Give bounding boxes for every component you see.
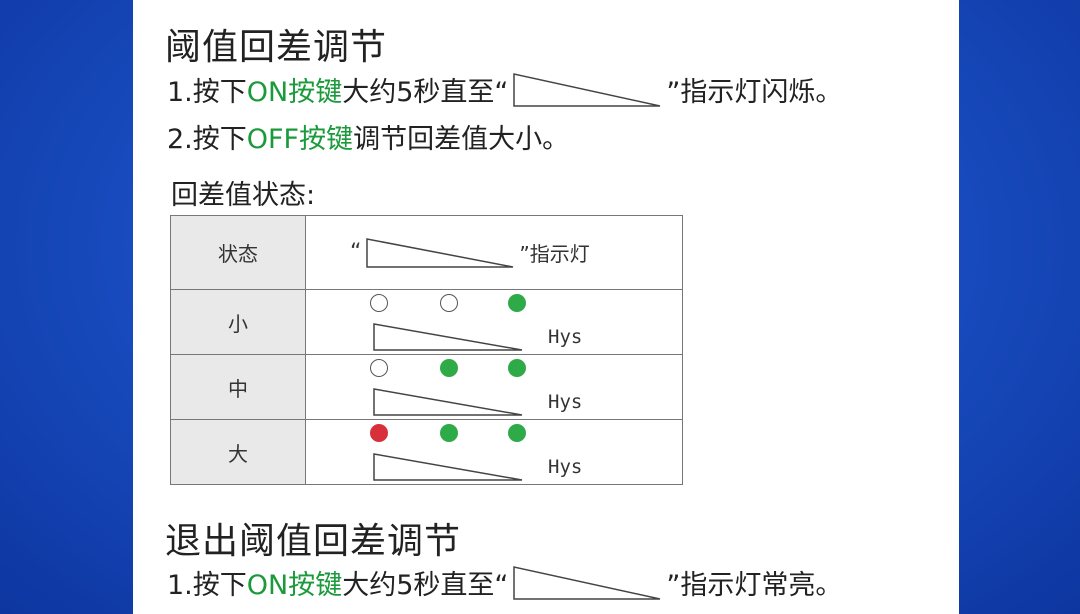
row-label: 中 [170, 354, 306, 420]
hys-label: Hys [548, 456, 583, 478]
hysteresis-wedge-icon [366, 237, 514, 268]
instruction-step-2: 2.按下 OFF按键 调节回差值大小。 [167, 117, 569, 156]
header-quote-close: ”指示灯 [519, 242, 590, 266]
table-row-small: 小 Hys [170, 289, 683, 355]
table-header-row: 状态 “ ”指示灯 [170, 215, 683, 290]
indicator-dot-green [508, 294, 526, 312]
off-key-label: OFF按键 [246, 124, 354, 155]
indicator-dot-green [508, 424, 526, 442]
table-row-large: 大 Hys [170, 419, 683, 485]
table-row-medium: 中 Hys [170, 354, 683, 420]
header-state: 状态 [170, 215, 306, 290]
on-key-label: ON按键 [246, 570, 343, 601]
indicator-dot-off [370, 294, 388, 312]
hysteresis-wedge-icon [373, 323, 523, 351]
exit-instruction-step-1: 1.按下 ON按键 大约5秒直至“ ”指示灯常亮。 [167, 563, 842, 602]
row-label: 小 [170, 289, 306, 355]
header-indicator: “ ”指示灯 [305, 215, 683, 290]
indicator-dot-red [370, 424, 388, 442]
section-title-exit: 退出阈值回差调节 [165, 521, 462, 562]
step1-middle: 大约5秒直至“ [342, 77, 509, 108]
hys-label: Hys [548, 326, 583, 348]
indicator-dot-green [508, 359, 526, 377]
hysteresis-state-table: 状态 “ ”指示灯 小 [170, 215, 683, 485]
step1-prefix: 1.按下 [167, 77, 247, 108]
indicator-cell: Hys [306, 290, 682, 354]
table-title: 回差值状态: [171, 180, 316, 211]
indicator-dot-green [440, 424, 458, 442]
hys-label: Hys [548, 391, 583, 413]
indicator-dot-green [440, 359, 458, 377]
content-card: 阈值回差调节 1.按下 ON按键 大约5秒直至“ ”指示灯闪烁。 2.按下 OF… [133, 0, 959, 614]
step1-suffix: ”指示灯闪烁。 [666, 77, 843, 108]
on-key-label: ON按键 [246, 77, 343, 108]
header-quote-open: “ [350, 240, 362, 265]
step2-prefix: 2.按下 [167, 124, 247, 155]
exit-step1-middle: 大约5秒直至“ [342, 570, 509, 601]
exit-step1-suffix: ”指示灯常亮。 [666, 570, 843, 601]
instruction-step-1: 1.按下 ON按键 大约5秒直至“ ”指示灯闪烁。 [167, 70, 842, 109]
step2-suffix: 调节回差值大小。 [353, 124, 570, 155]
hysteresis-wedge-icon [373, 453, 523, 481]
section-title-adjust: 阈值回差调节 [165, 27, 388, 68]
exit-step1-prefix: 1.按下 [167, 570, 247, 601]
row-label: 大 [170, 419, 306, 485]
indicator-dot-off [370, 359, 388, 377]
hysteresis-wedge-icon [513, 72, 661, 107]
hysteresis-wedge-icon [373, 388, 523, 416]
hysteresis-wedge-icon [513, 565, 661, 600]
indicator-dot-off [440, 294, 458, 312]
indicator-cell: Hys [306, 355, 682, 419]
indicator-cell: Hys [306, 420, 682, 484]
